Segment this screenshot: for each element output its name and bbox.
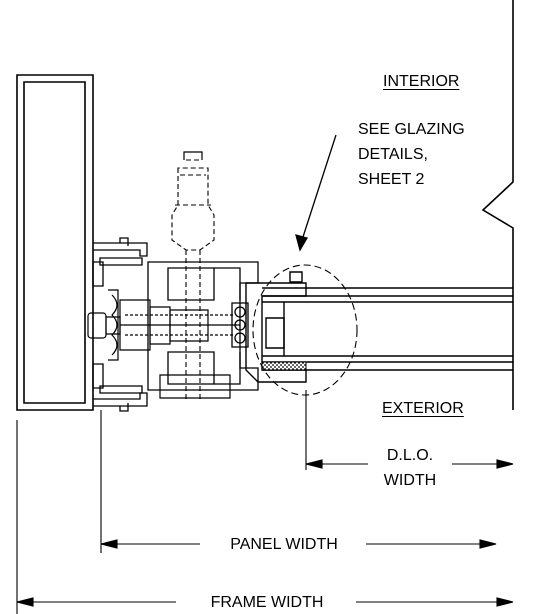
exterior-label: EXTERIOR <box>382 400 464 417</box>
glazing-detail-circle <box>253 265 357 395</box>
panel-mullion <box>148 262 258 390</box>
glazing-note-line2: DETAILS, <box>358 146 428 163</box>
fastener-assembly <box>88 290 240 360</box>
glazing-hatch-gasket <box>262 362 306 370</box>
glazing-top-gasket <box>290 272 302 282</box>
frame-outer-tube <box>17 75 93 410</box>
interior-cover-dashed <box>172 160 214 400</box>
dlo-label-line2: WIDTH <box>383 472 437 489</box>
glazing-note-line1: SEE GLAZING <box>358 121 465 138</box>
glazing-note-line3: SHEET 2 <box>358 171 425 188</box>
frame-fins <box>93 238 147 411</box>
extension-lines <box>17 390 306 614</box>
interior-cover-top <box>160 152 230 398</box>
interior-label: INTERIOR <box>383 73 460 90</box>
dlo-label-line1: D.L.O. <box>386 447 434 464</box>
panel-width-dimension-line <box>101 540 496 548</box>
panel-width-label: PANEL WIDTH <box>230 536 338 553</box>
wall-break-line <box>483 0 513 410</box>
glazing-note-leader <box>296 135 336 250</box>
frame-width-dimension-line <box>17 598 513 606</box>
dlo-dimension-line <box>306 460 513 468</box>
frame-width-label: FRAME WIDTH <box>210 594 324 611</box>
